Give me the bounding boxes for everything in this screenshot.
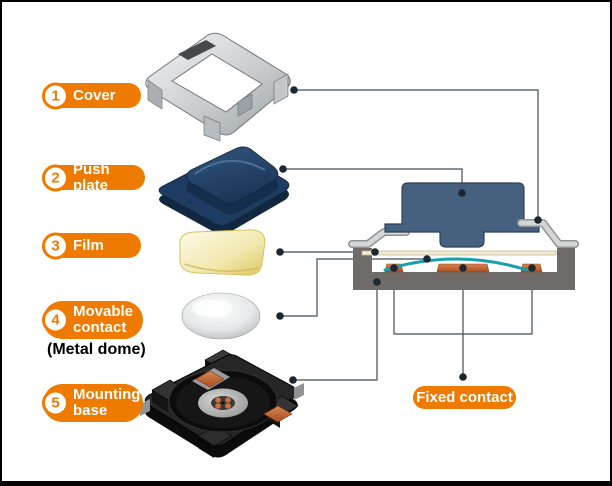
legend-label-push-plate-text: Push plate: [73, 160, 110, 194]
legend-item-movable-contact: 4 Movable contact: [42, 301, 143, 339]
push-plate-illustration: [158, 146, 290, 235]
connector-lines: [280, 89, 539, 381]
number-badge-5: 5: [42, 389, 69, 417]
legend-item-mounting-base: 5 Mounting base: [42, 384, 143, 422]
movable-contact-illustration: [181, 292, 261, 340]
metal-dome-note: (Metal dome): [47, 341, 146, 358]
number-badge-2: 2: [42, 164, 69, 191]
cross-section-cover-right: [517, 219, 579, 248]
cover-illustration: [145, 32, 291, 142]
mounting-base-illustration: [140, 349, 304, 458]
cross-section-push-plate: [384, 182, 540, 248]
number-badge-1: 1: [42, 82, 69, 109]
legend-label-movable-contact-line2: contact: [73, 319, 127, 336]
legend-label-mounting-base-line2: base: [73, 402, 108, 419]
legend-label-film-text: Film: [73, 236, 104, 254]
legend-label-movable-contact-line1: Movable: [73, 303, 134, 320]
film-illustration: [179, 229, 266, 276]
legend-label-cover-text: Cover: [73, 86, 116, 104]
legend-item-film: 3 Film: [42, 232, 141, 259]
fixed-contact-callout-text: Fixed contact: [416, 389, 513, 406]
cross-section-metal-dome: [383, 257, 529, 272]
legend-item-cover: 1 Cover: [42, 82, 141, 109]
fixed-contact-callout: Fixed contact: [413, 386, 516, 409]
cross-section-film: [361, 250, 557, 256]
legend-label-mounting-base-line1: Mounting: [73, 386, 141, 403]
connector-dots: [276, 86, 542, 384]
number-badge-3: 3: [42, 232, 69, 259]
cross-section-cover-left: [348, 228, 410, 248]
cross-section-view: [348, 182, 579, 290]
number-badge-4: 4: [42, 306, 69, 334]
legend-item-push-plate: 2 Push plate: [42, 161, 145, 193]
cross-section-base: [353, 248, 575, 290]
